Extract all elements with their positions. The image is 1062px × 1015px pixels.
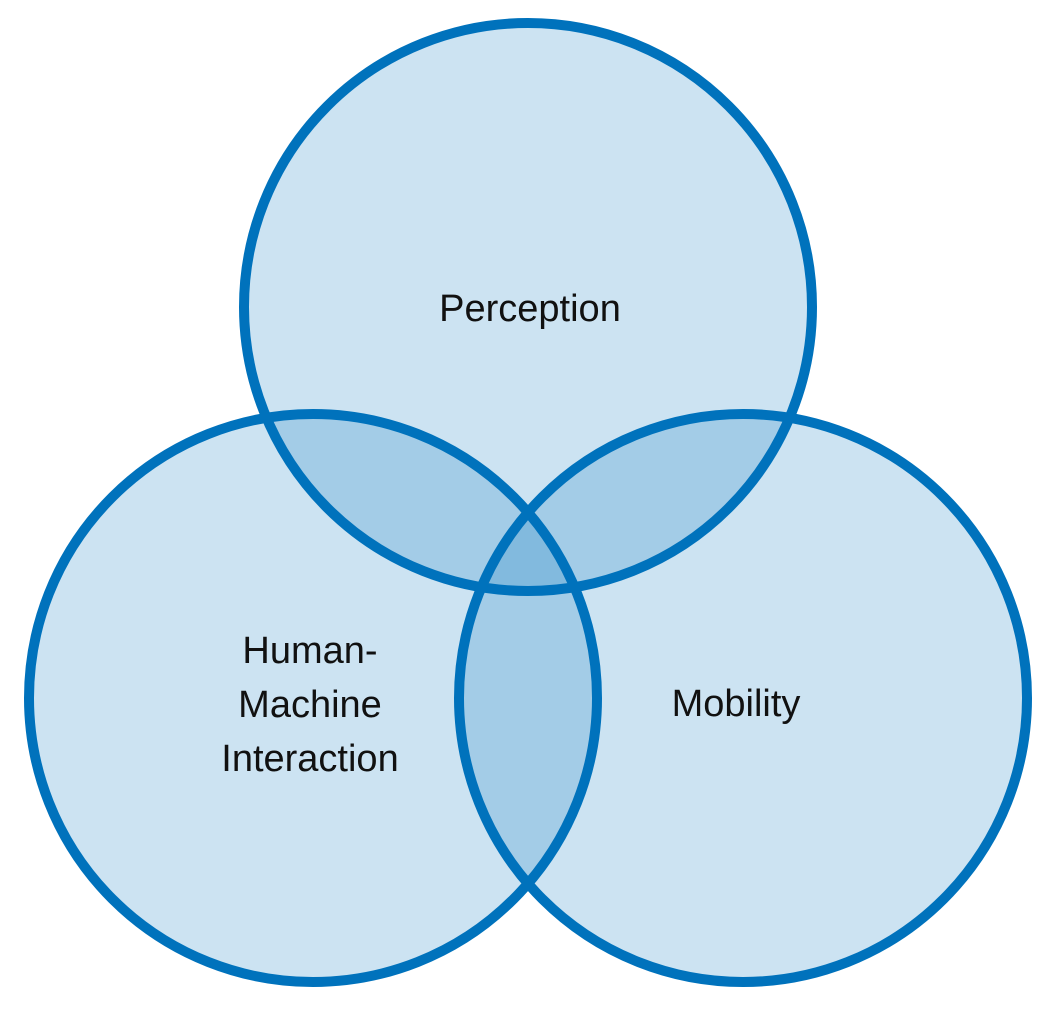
mobility-label: Mobility (672, 683, 801, 725)
perception-circle-outline (239, 18, 817, 596)
mobility-circle-fill (459, 414, 1027, 982)
hmi-label-line-1: Human- (242, 630, 377, 672)
hmi-label-line-3: Interaction (221, 738, 398, 780)
hmi-circle-fill (29, 414, 597, 982)
hmi-circle-outline (24, 409, 602, 987)
perception-circle-fill (244, 23, 812, 591)
mobility-circle-outline (454, 409, 1032, 987)
hmi-label-line-2: Machine (238, 684, 382, 726)
perception-label: Perception (439, 288, 621, 330)
